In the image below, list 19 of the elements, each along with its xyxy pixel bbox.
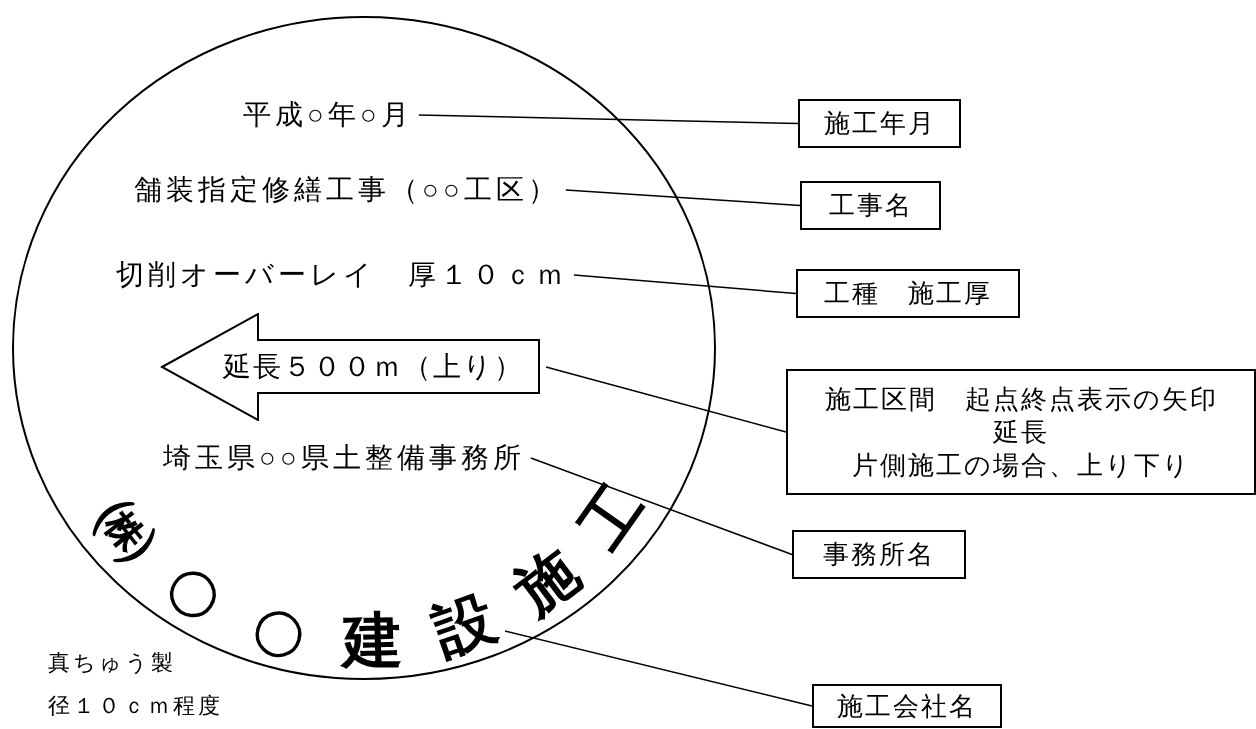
plate-text: 舗装指定修繕工事（○○工区） [134, 174, 560, 206]
label-box: 工事名 [800, 181, 941, 230]
leader-line [530, 457, 793, 556]
plate-text: 平成○年○月 [243, 99, 413, 131]
note-text: 径１０ｃｍ程度 [48, 693, 223, 719]
plate-text: 埼玉県○○県土整備事務所 [163, 442, 525, 474]
leader-line [545, 366, 787, 433]
plate-text: 切削オーバーレイ 厚１０ｃｍ [116, 259, 568, 291]
label-box: 事務所名 [792, 530, 966, 579]
note-text: 真ちゅう製 [48, 650, 176, 676]
label-box: 施工区間 起点終点表示の矢印延長片側施工の場合、上り下り [786, 369, 1256, 495]
leader-line [504, 630, 813, 707]
leader-line [418, 114, 799, 125]
label-box: 施工年月 [798, 99, 961, 148]
direction-arrow-sign: 延長５００ｍ（上り） [160, 313, 540, 421]
label-box: 工種 施工厚 [796, 269, 1020, 318]
label-box: 施工会社名 [812, 684, 1002, 728]
leader-line [573, 274, 797, 295]
leader-line [565, 189, 801, 207]
